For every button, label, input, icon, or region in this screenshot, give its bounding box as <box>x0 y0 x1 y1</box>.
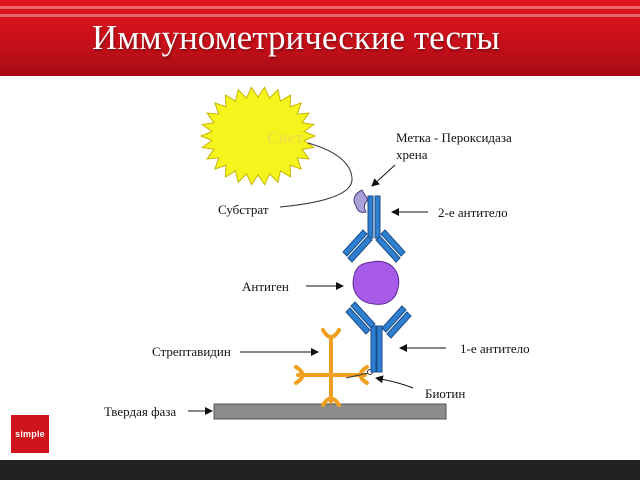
biotin-link <box>345 372 369 379</box>
label-biotin: Биотин <box>425 386 466 401</box>
footer-bar <box>0 460 640 480</box>
first-antibody-shape <box>345 301 412 373</box>
antigen-shape <box>352 260 400 305</box>
label-substrate: Субстрат <box>218 202 269 217</box>
streptavidin-shape <box>294 328 369 407</box>
substrate-icon <box>353 189 369 213</box>
label-first-antibody: 1-е антитело <box>460 341 530 356</box>
title-bar: Иммунометрические тесты <box>0 0 640 76</box>
label-arrows <box>188 164 446 415</box>
label-streptavidin: Стрептавидин <box>152 344 231 359</box>
title-stripe <box>0 14 640 17</box>
light-label: Свет <box>266 128 304 147</box>
streptavidin-core <box>328 372 334 378</box>
second-antibody-shape <box>342 195 406 263</box>
label-hrp-line1: Метка - Пероксидаза <box>396 130 512 145</box>
label-solid-phase: Твердая фаза <box>104 404 177 419</box>
label-hrp-line2: хрена <box>396 147 428 162</box>
light-emission-line <box>279 142 353 208</box>
label-second-antibody: 2-е антитело <box>438 205 508 220</box>
label-hrp: Метка - Пероксидаза хрена <box>396 129 576 163</box>
solid-phase-bar <box>213 403 447 420</box>
brand-logo: simple <box>11 415 49 453</box>
title-stripe <box>0 6 640 9</box>
label-antigen: Антиген <box>242 279 289 294</box>
page-title: Иммунометрические тесты <box>92 18 500 57</box>
light-burst-icon <box>199 86 317 186</box>
